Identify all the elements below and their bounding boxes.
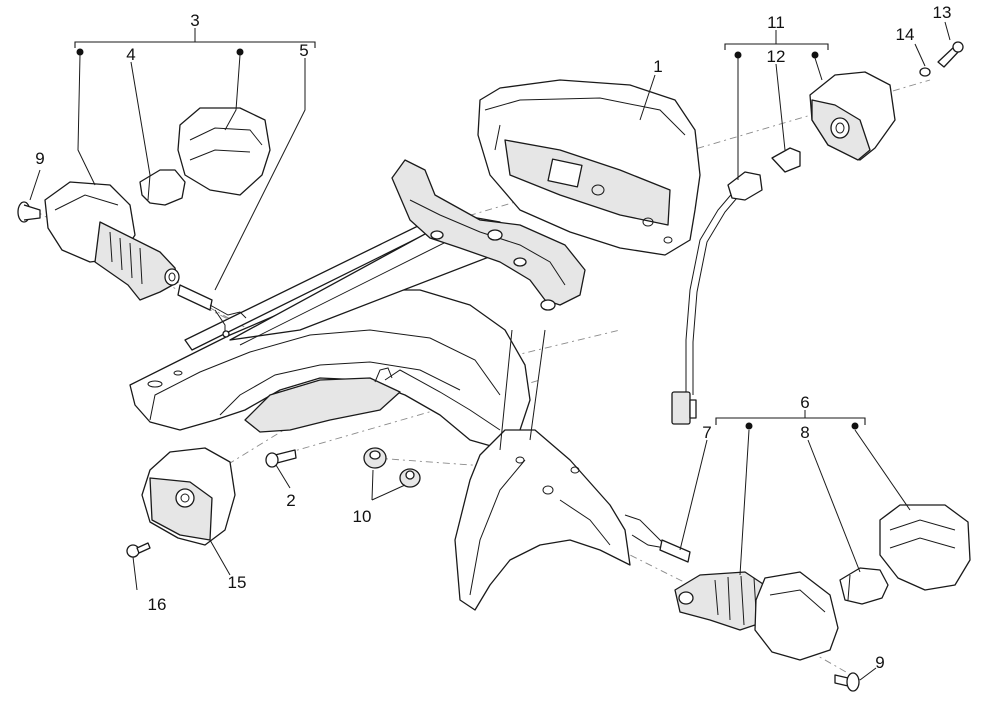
bulb-holder-wire-right: [624, 514, 691, 563]
callout-10: 10: [353, 507, 372, 526]
callout-7: 7: [702, 423, 711, 442]
screw-right: [834, 672, 860, 692]
callout-12: 12: [767, 47, 786, 66]
license-plate-light: [671, 71, 896, 425]
callout-11: 11: [767, 13, 785, 32]
callout-8: 8: [800, 423, 809, 442]
left-turn-signal: [44, 181, 180, 301]
screw-left: [17, 201, 41, 223]
screw-2: [265, 449, 297, 468]
license-plate-holder: [129, 159, 631, 611]
right-turn-signal: [674, 571, 839, 661]
bulb-right: [839, 567, 889, 605]
callout-9-top: 9: [35, 149, 44, 168]
reflector-housing: [141, 447, 236, 546]
bulb-left: [139, 169, 186, 206]
callout-2: 2: [286, 491, 295, 510]
rubber-grommets: [363, 447, 421, 488]
screw-and-washer: [919, 41, 964, 77]
callout-labels: 3 4 5 9 1 11 12 13 14 6 7 8 2 10 15 16 9: [35, 3, 951, 672]
callout-3: 3: [190, 11, 199, 30]
screw-16: [126, 542, 151, 558]
callout-4: 4: [126, 45, 135, 64]
lens-right: [879, 504, 971, 591]
callout-13: 13: [933, 3, 952, 22]
callout-6: 6: [800, 393, 809, 412]
callout-15: 15: [228, 573, 247, 592]
group-brackets: [74, 28, 866, 430]
callout-5: 5: [299, 41, 308, 60]
tail-light: [477, 79, 701, 256]
bulb-holder-wire-left: [177, 284, 247, 338]
callout-1: 1: [653, 57, 662, 76]
callout-16: 16: [148, 595, 167, 614]
callout-14: 14: [896, 25, 915, 44]
leader-lines: [29, 21, 951, 681]
lens-left: [177, 107, 271, 196]
callout-9-bottom: 9: [875, 653, 884, 672]
